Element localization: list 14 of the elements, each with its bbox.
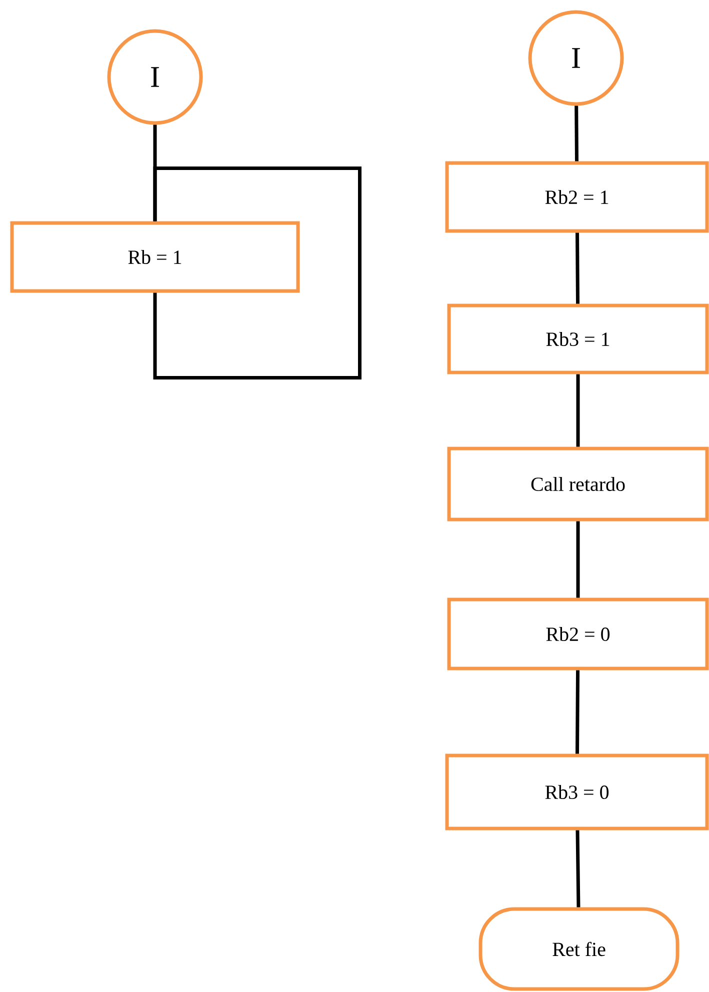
connector-line xyxy=(576,670,580,754)
loop-line xyxy=(153,166,362,380)
connector-line xyxy=(576,374,580,447)
connector-line xyxy=(576,521,580,598)
process-box: Call retardo xyxy=(447,446,709,522)
connector-line xyxy=(574,106,578,162)
process-box: Rb2 = 0 xyxy=(447,598,709,670)
connector-line xyxy=(576,830,580,908)
terminator-box: Ret fie xyxy=(478,907,680,991)
process-box: Rb3 = 0 xyxy=(445,754,709,830)
process-box: Rb3 = 1 xyxy=(447,304,709,374)
process-box: Rb2 = 1 xyxy=(445,161,709,233)
process-box: Rb = 1 xyxy=(10,221,300,293)
connector-line xyxy=(576,232,580,304)
